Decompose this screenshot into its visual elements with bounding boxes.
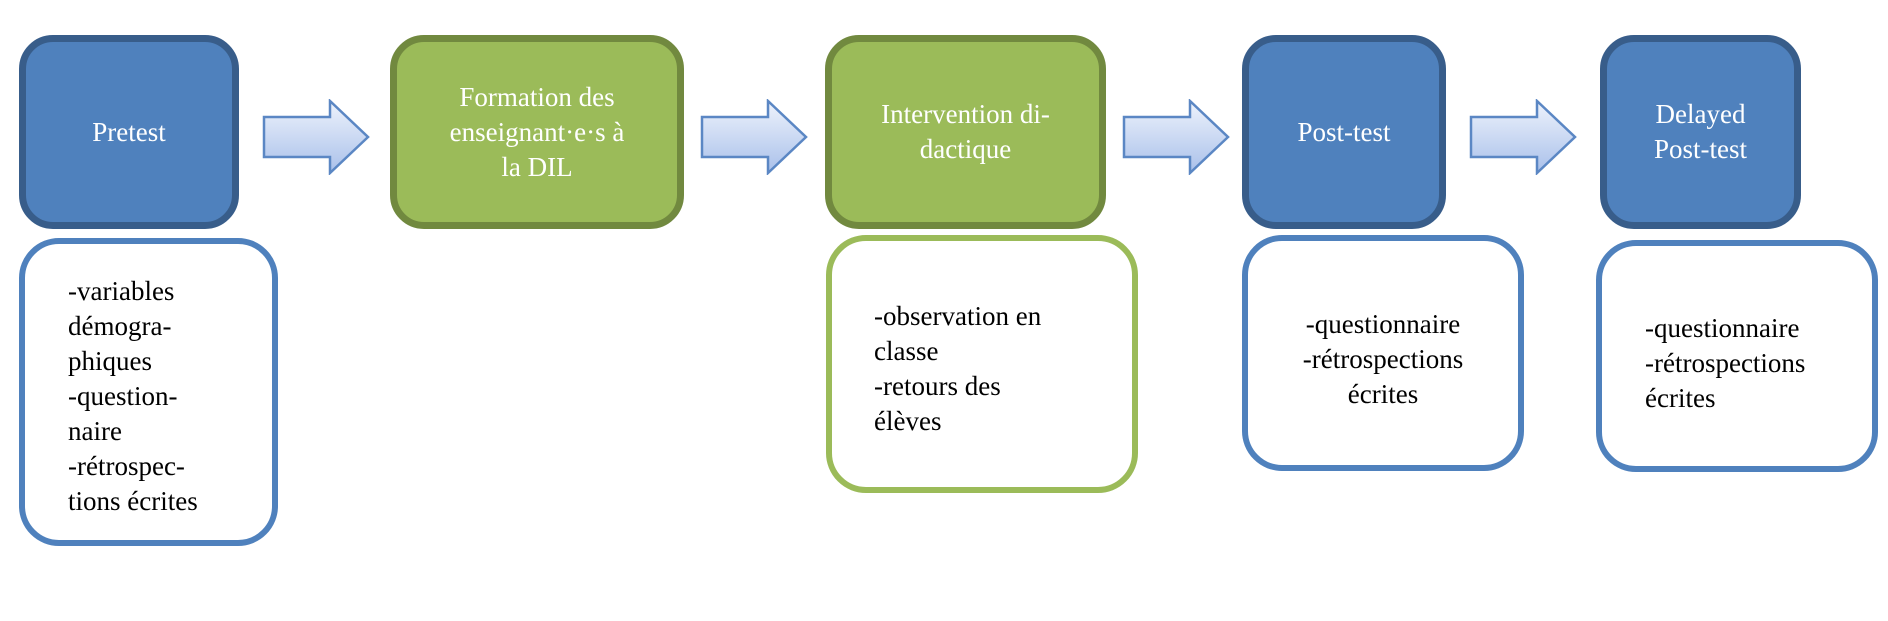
stage-label: Formation des enseignant·e·s à la DIL <box>449 81 625 182</box>
stage-intervention: Intervention di- dactique <box>825 35 1106 229</box>
details-text: -questionnaire -rétrospections écrites <box>1645 313 1806 413</box>
right-arrow-icon <box>700 99 808 175</box>
stage-post-test: Post-test <box>1242 35 1446 229</box>
right-arrow-icon <box>1469 99 1577 175</box>
details-pretest: -variables démogra- phiques -question- n… <box>19 238 278 546</box>
right-arrow-icon <box>262 99 370 175</box>
stage-label: Delayed Post-test <box>1653 99 1747 164</box>
stage-delayed-post-test: Delayed Post-test <box>1600 35 1801 229</box>
stage-label: Post-test <box>1297 116 1391 147</box>
right-arrow-icon <box>1122 99 1230 175</box>
details-post-test: -questionnaire -rétrospections écrites <box>1242 235 1524 471</box>
details-text: -questionnaire -rétrospections écrites <box>1302 309 1464 409</box>
stage-pretest: Pretest <box>19 35 239 229</box>
details-delayed-post-test: -questionnaire -rétrospections écrites <box>1596 240 1878 472</box>
details-text: -variables démogra- phiques -question- n… <box>68 276 198 516</box>
stage-label: Intervention di- dactique <box>881 99 1050 164</box>
stage-formation: Formation des enseignant·e·s à la DIL <box>390 35 684 229</box>
stage-label: Pretest <box>92 116 166 147</box>
details-intervention: -observation en classe -retours des élèv… <box>826 235 1138 493</box>
details-text: -observation en classe -retours des élèv… <box>874 301 1042 436</box>
